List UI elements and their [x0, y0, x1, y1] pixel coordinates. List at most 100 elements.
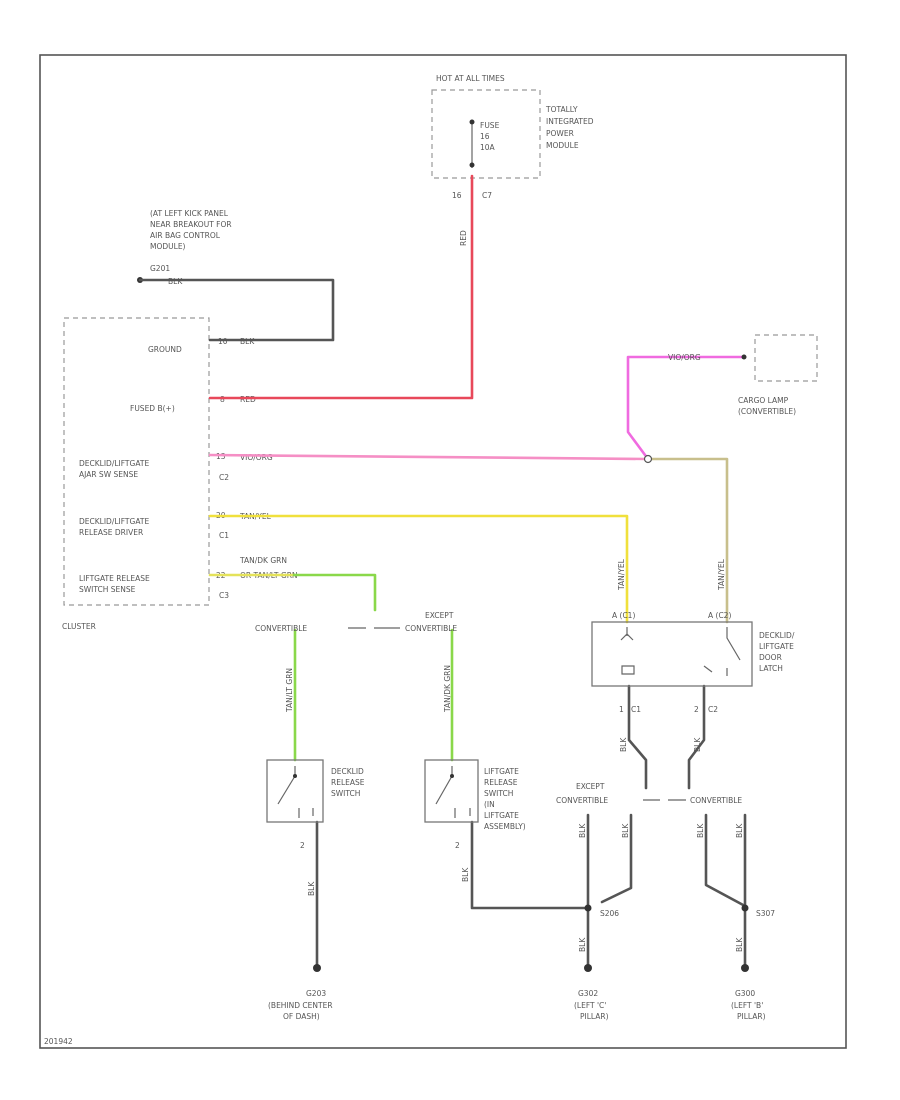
latch-pin-b: A (C2) — [708, 611, 731, 620]
wire-tan-latch-b — [646, 457, 729, 624]
pin-ajar: 13 — [216, 452, 226, 461]
cargo-wire-label: VIO/ORG — [668, 353, 701, 362]
variant-labels: CONVERTIBLE EXCEPT CONVERTIBLE EXCEPT CO… — [255, 611, 742, 805]
wire-label-s206-down: BLK — [578, 937, 587, 952]
decklid-switch-symbol — [277, 766, 314, 818]
decklid-wire-out: BLK — [307, 881, 316, 896]
module-line-4: MODULE — [546, 141, 579, 150]
wire-label-red: RED — [240, 395, 256, 404]
liftgate-release-switch: TAN/DK GRN 2 BLK LIFTGATE RELEASE SWITCH… — [424, 665, 526, 882]
grounds: G203 (BEHIND CENTER OF DASH) G302 (LEFT … — [268, 964, 766, 1021]
power-connector: C7 — [482, 191, 492, 200]
wire-label-s206-b: BLK — [621, 823, 630, 838]
cargo-lamp-label: CARGO LAMP (CONVERTIBLE) — [738, 396, 796, 416]
latch-wire-c2: BLK — [693, 737, 702, 752]
latch-conn-c1: C1 — [631, 705, 641, 714]
module-line-3: POWER — [546, 129, 574, 138]
diagram-frame — [39, 54, 847, 1049]
decklid-wire-in: TAN/LT GRN — [285, 668, 294, 713]
wire-red-feed — [208, 174, 474, 400]
latch-switch-right — [703, 627, 741, 676]
liftgate-switch-name: LIFTGATE RELEASE SWITCH (IN LIFTGATE ASS… — [484, 767, 526, 831]
conn-release-driver: C1 — [219, 531, 229, 540]
latch-box — [591, 621, 753, 687]
wire-label-s307-down: BLK — [735, 937, 744, 952]
conn-ajar: C2 — [219, 473, 229, 482]
ground-g302-dot — [584, 964, 592, 972]
module-line-2: INTEGRATED — [546, 117, 594, 126]
wire-blk-ground — [138, 278, 335, 342]
label-except-2: EXCEPT CONVERTIBLE — [556, 782, 608, 805]
liftgate-switch-symbol — [435, 766, 471, 818]
g201-line-4: MODULE) — [150, 242, 186, 251]
fuse-number: 16 — [480, 132, 490, 141]
wire-blk-s206-b — [600, 813, 633, 904]
label-convertible-2: CONVERTIBLE — [690, 796, 742, 805]
wire-blk-liftgate — [470, 820, 590, 910]
latch-pin-c1: 1 — [619, 705, 624, 714]
latch-pin-a: A (C1) — [612, 611, 635, 620]
label-except-1: EXCEPT CONVERTIBLE — [405, 611, 457, 633]
g201-line-3: AIR BAG CONTROL — [150, 231, 221, 240]
ground-g201: (AT LEFT KICK PANEL NEAR BREAKOUT FOR AI… — [137, 209, 234, 286]
ground-g300-loc: (LEFT 'B' PILLAR) — [731, 1001, 766, 1021]
cluster-row-ground: GROUND — [148, 345, 182, 354]
wire-blk-latch-c1 — [627, 684, 648, 790]
g201-line-2: NEAR BREAKOUT FOR — [150, 220, 232, 229]
reference-number: 201942 — [44, 1037, 73, 1046]
latch-conn-c2: C2 — [708, 705, 718, 714]
g201-wire-label: BLK — [168, 277, 183, 286]
latch-wire-c1: BLK — [619, 737, 628, 752]
power-module-box — [431, 89, 541, 179]
g201-id: G201 — [150, 264, 170, 273]
wire-label-s206-a: BLK — [578, 823, 587, 838]
hot-at-all-times-label: HOT AT ALL TIMES — [436, 74, 505, 83]
splices: S206 S307 BLK BLK BLK BLK BLK BLK — [578, 823, 775, 952]
g201-location: (AT LEFT KICK PANEL NEAR BREAKOUT FOR AI… — [150, 209, 234, 251]
decklid-switch-name: DECKLID RELEASE SWITCH — [331, 767, 367, 798]
wire-tan-dk-grn — [292, 573, 377, 612]
liftgate-wire-out: BLK — [461, 867, 470, 882]
cluster-row-release-driver: DECKLID/LIFTGATE RELEASE DRIVER — [79, 517, 152, 537]
cargo-lamp: VIO/ORG CARGO LAMP (CONVERTIBLE) — [643, 334, 818, 464]
latch-switch-left — [620, 627, 635, 675]
power-module-label: TOTALLY INTEGRATED POWER MODULE — [545, 105, 596, 150]
decklid-switch-box — [266, 759, 324, 823]
cluster-box — [63, 317, 210, 606]
latch-wire-left: TAN/YEL — [617, 558, 626, 591]
splice-s206 — [584, 904, 592, 912]
decklid-pin-out: 2 — [300, 841, 305, 850]
g201-line-1: (AT LEFT KICK PANEL — [150, 209, 229, 218]
ground-g302-id: G302 — [578, 989, 598, 998]
liftgate-switch-box — [424, 759, 479, 823]
wire-vio-org-cargo — [626, 355, 747, 461]
latch-name: DECKLID/ LIFTGATE DOOR LATCH — [759, 631, 797, 673]
decklid-release-switch: TAN/LT GRN 2 BLK DECKLID RELEASE SWITCH — [266, 668, 367, 896]
splice-s307-label: S307 — [756, 909, 775, 918]
pin-ground: 10 — [218, 337, 228, 346]
module-line-1: TOTALLY — [545, 105, 578, 114]
latch-wire-right: TAN/YEL — [717, 558, 726, 591]
cluster-row-switch-sense: LIFTGATE RELEASE SWITCH SENSE — [79, 574, 152, 594]
ground-g203-dot — [313, 964, 321, 972]
wire-label-s307-a: BLK — [696, 823, 705, 838]
pin-fused-b: 8 — [220, 395, 225, 404]
fuse-amps: 10A — [480, 143, 496, 152]
ground-g203-loc: (BEHIND CENTER OF DASH) — [268, 1001, 335, 1021]
wire-label-s307-b: BLK — [735, 823, 744, 838]
fuse-label: FUSE — [480, 121, 500, 130]
cluster-row-fused-b: FUSED B(+) — [130, 404, 175, 413]
power-module: HOT AT ALL TIMES FUSE 16 10A TOTALLY INT… — [431, 74, 596, 246]
wire-label-blk: BLK — [240, 337, 255, 346]
ground-g302-loc: (LEFT 'C' PILLAR) — [574, 1001, 609, 1021]
label-convertible-1: CONVERTIBLE — [255, 624, 307, 633]
power-wire-label: RED — [459, 230, 468, 246]
liftgate-wire-in: TAN/DK GRN — [443, 665, 452, 713]
wire-tan-yel — [208, 514, 629, 624]
wire-label-tan-dk-grn: TAN/DK GRN — [239, 556, 287, 565]
cluster-name: CLUSTER — [62, 622, 96, 631]
wires — [138, 174, 747, 970]
liftgate-pin-out: 2 — [455, 841, 460, 850]
wire-blk-s307-a — [704, 813, 747, 908]
